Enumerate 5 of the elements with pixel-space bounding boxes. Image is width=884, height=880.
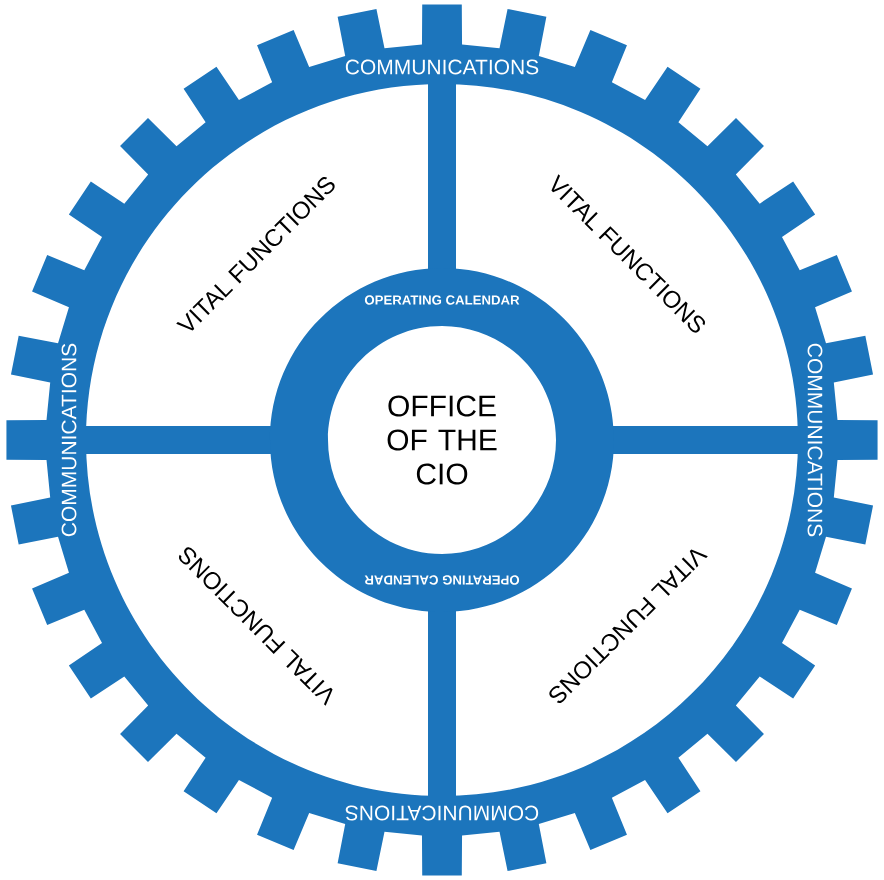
ring-label: COMMUNICATIONS <box>345 805 539 821</box>
ring-label: COMMUNICATIONS <box>807 343 823 537</box>
ring-label: COMMUNICATIONS <box>61 343 77 537</box>
center-label: OFFICE OF THE CIO <box>387 395 497 485</box>
ring-label: COMMUNICATIONS <box>345 59 539 75</box>
